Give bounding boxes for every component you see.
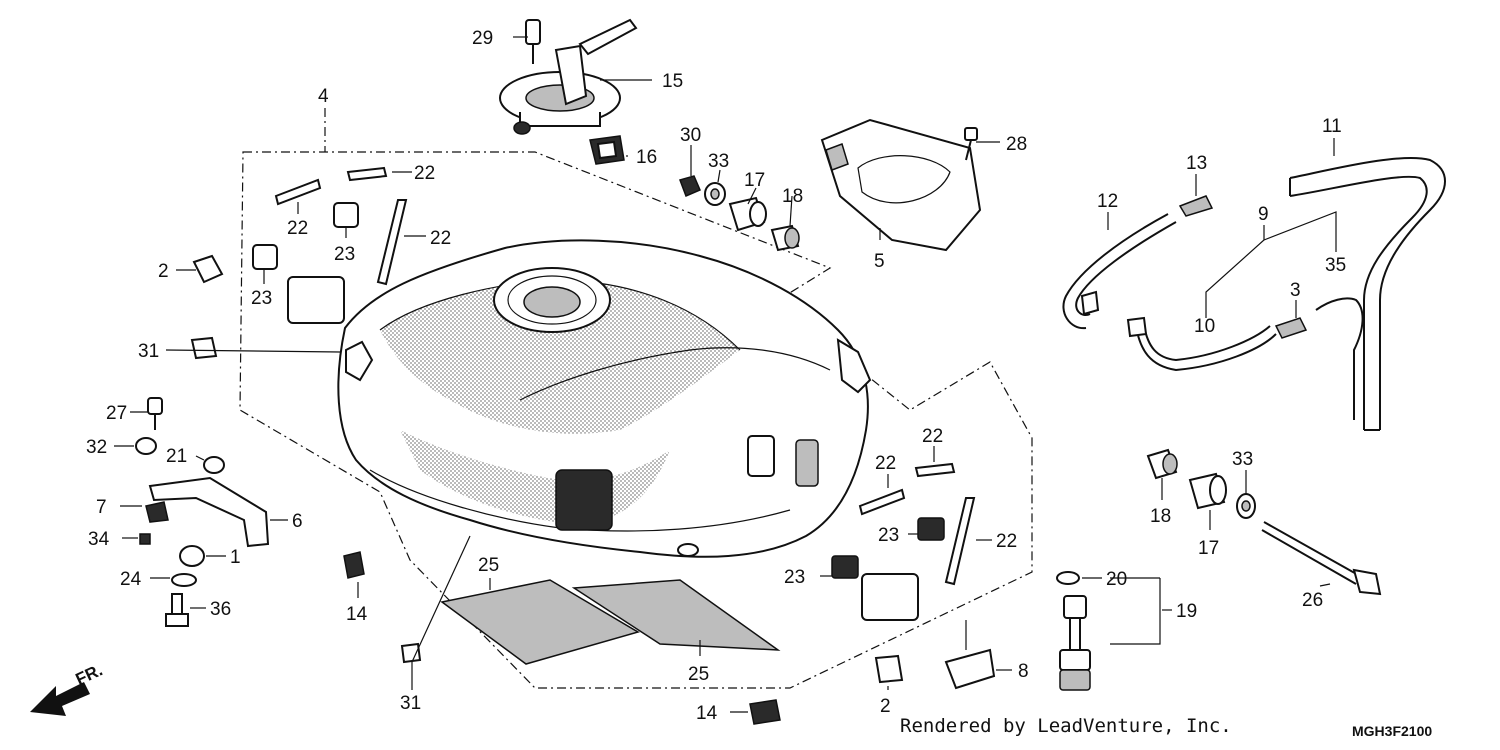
callout-17-rear: 17 xyxy=(1198,538,1219,559)
leader-lines xyxy=(114,36,1337,713)
callout-6: 6 xyxy=(292,511,303,532)
tank-assembly-boundary xyxy=(239,108,1033,689)
callout-25-lower: 25 xyxy=(688,664,709,685)
callout-31-lower: 31 xyxy=(400,693,421,714)
callout-22-top-left: 22 xyxy=(287,218,308,239)
callout-8: 8 xyxy=(1018,661,1029,682)
tank-bracket xyxy=(820,118,982,252)
callout-36: 36 xyxy=(210,599,231,620)
fuel-level-sensor xyxy=(1056,571,1161,691)
callout-24: 24 xyxy=(120,569,142,590)
callout-14-left: 14 xyxy=(346,604,368,625)
callout-29: 29 xyxy=(472,28,493,49)
callout-28: 28 xyxy=(1006,134,1027,155)
side-bracket xyxy=(135,254,996,725)
callout-10: 10 xyxy=(1194,316,1215,337)
callout-22-top-right: 22 xyxy=(414,163,435,184)
callout-5: 5 xyxy=(874,251,885,272)
tank-emblems xyxy=(252,166,976,621)
callout-18: 18 xyxy=(782,186,803,207)
callout-33-rear: 33 xyxy=(1232,449,1253,470)
tank-pads xyxy=(440,579,781,665)
callout-16: 16 xyxy=(636,147,657,168)
callout-11: 11 xyxy=(1322,116,1342,137)
callout-13: 13 xyxy=(1186,153,1207,174)
callout-23-right-lower: 23 xyxy=(784,567,805,588)
direction-label: FR. xyxy=(73,660,106,689)
callout-22-right-top: 22 xyxy=(922,426,943,447)
callout-23-lower: 23 xyxy=(251,288,272,309)
callout-9: 9 xyxy=(1258,204,1269,225)
callout-15: 15 xyxy=(662,71,683,92)
callout-labels: 29 15 16 4 30 33 17 18 28 5 11 13 12 9 3… xyxy=(86,28,1346,724)
callout-32: 32 xyxy=(86,437,107,458)
callout-17: 17 xyxy=(744,170,765,191)
callout-25-upper: 25 xyxy=(478,555,499,576)
callout-26: 26 xyxy=(1302,590,1323,611)
callout-2-lower: 2 xyxy=(880,696,891,717)
callout-22-strip: 22 xyxy=(430,228,451,249)
callout-4: 4 xyxy=(318,86,329,107)
fuel-tank xyxy=(337,239,872,558)
callout-27: 27 xyxy=(106,403,127,424)
rear-mount-parts xyxy=(1146,448,1382,596)
callout-22-right-strip: 22 xyxy=(996,531,1017,552)
callout-22-right-mid: 22 xyxy=(875,453,896,474)
callout-20: 20 xyxy=(1106,569,1127,590)
render-credit: Rendered by LeadVenture, Inc. xyxy=(900,715,1232,737)
callout-31-upper: 31 xyxy=(138,341,159,362)
front-direction-arrow: FR. xyxy=(30,660,106,716)
callout-18-rear: 18 xyxy=(1150,506,1171,527)
diagram-code: MGH3F2100 xyxy=(1352,723,1432,739)
callout-23-upper: 23 xyxy=(334,244,355,265)
fuel-cap xyxy=(499,18,638,135)
breather-tubes xyxy=(1062,157,1446,431)
callout-12: 12 xyxy=(1097,191,1118,212)
callout-2-upper: 2 xyxy=(158,261,169,282)
callout-30: 30 xyxy=(680,125,701,146)
callout-34: 34 xyxy=(88,529,110,550)
callout-7: 7 xyxy=(96,497,107,518)
callout-33: 33 xyxy=(708,151,729,172)
cap-drain-grommet xyxy=(589,135,625,165)
callout-14-bottom: 14 xyxy=(696,703,718,724)
front-mount-parts xyxy=(679,175,800,252)
callout-3: 3 xyxy=(1290,280,1301,301)
callout-35: 35 xyxy=(1325,255,1346,276)
callout-23-right-upper: 23 xyxy=(878,525,899,546)
callout-19: 19 xyxy=(1176,601,1197,622)
callout-21: 21 xyxy=(166,446,187,467)
callout-1: 1 xyxy=(230,547,241,568)
